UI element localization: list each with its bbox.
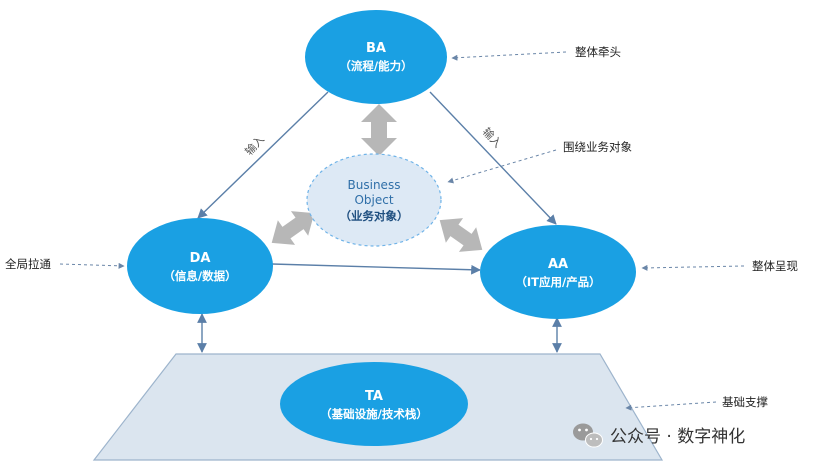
ta-title: TA — [365, 389, 383, 404]
ba-subtitle: （流程/能力） — [339, 59, 412, 73]
annotation-ba: 整体牵头 — [575, 45, 621, 59]
da-title: DA — [190, 251, 211, 266]
big-arrow-aa-bo — [439, 218, 483, 252]
wechat-icon — [573, 423, 603, 448]
arrow-da-to-aa — [271, 263, 481, 275]
ta-subtitle: （基础设施/技术栈） — [320, 407, 428, 421]
da-node: DA （信息/数据） — [127, 218, 273, 314]
annotation-aa: 整体呈现 — [752, 259, 798, 273]
big-arrow-da-bo — [271, 211, 315, 245]
aa-title: AA — [548, 257, 568, 272]
bo-line2: Object — [354, 193, 393, 207]
annotation-da: 全局拉通 — [5, 257, 51, 271]
annotation-bo: 围绕业务对象 — [563, 140, 632, 154]
ba-node: BA （流程/能力） — [305, 10, 447, 104]
big-arrow-ba-bo — [361, 104, 397, 156]
aa-subtitle: （IT应用/产品） — [515, 275, 600, 289]
ta-node: TA （基础设施/技术栈） — [280, 362, 468, 446]
annotation-arrow-aa — [641, 264, 745, 271]
aa-node: AA （IT应用/产品） — [480, 225, 636, 319]
annotation-ta: 基础支撑 — [722, 395, 768, 409]
annotation-arrow-bo — [447, 149, 557, 184]
arrow-ba-to-aa — [429, 91, 557, 225]
business-object-node: Business Object （业务对象） — [306, 153, 442, 247]
ba-title: BA — [366, 41, 386, 56]
annotation-arrow-da — [59, 262, 125, 269]
annotation-arrow-ta — [625, 401, 717, 411]
bo-line1: Business — [348, 178, 401, 192]
watermark-text: 公众号 · 数字神化 — [610, 427, 745, 447]
bo-subtitle: （业务对象） — [340, 209, 409, 223]
arrow-ba-to-da — [197, 91, 329, 219]
watermark: 公众号 · 数字神化 — [573, 423, 745, 448]
da-subtitle: （信息/数据） — [163, 269, 236, 283]
edge-label-ba-aa: 输入 — [480, 125, 505, 151]
annotation-arrow-ba — [451, 51, 567, 61]
